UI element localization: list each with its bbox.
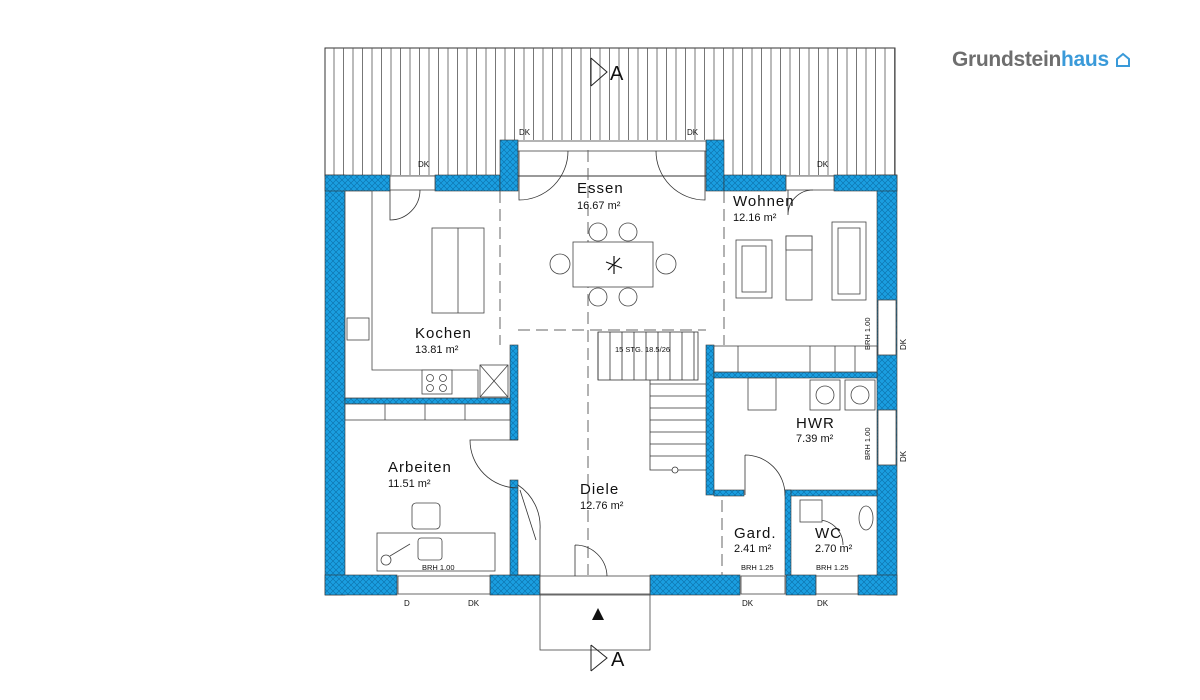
room-name-diele: Diele [580,481,619,498]
window-sill-height: BRH 1.25 [741,563,774,572]
room-area-kochen: 13.81 m² [415,344,459,356]
kitchen-furniture [344,190,511,421]
window-sill-height: BRH 1.25 [816,563,849,572]
room-area-diele: 12.76 m² [580,500,624,512]
section-label-bottom: A [611,649,625,671]
room-area-wohnen: 12.16 m² [733,212,777,224]
window-label-dk: DK [899,450,908,462]
zone-lines [499,150,725,575]
house-icon [1115,52,1130,67]
window-label-dk: DK [418,160,430,169]
dining-table [549,222,677,307]
window-label-d: D [404,599,410,608]
windows [389,140,897,595]
section-marker-bottom: A [590,644,625,672]
walls [324,139,898,596]
doors [389,150,844,577]
window-label-dk: DK [817,599,829,608]
brand-name-part1: Grundstein [952,48,1062,71]
room-name-kochen: Kochen [415,325,472,342]
room-name-gard: Gard. [734,525,777,542]
stairs-label: 15 STG. 18.5/26 [615,345,670,354]
brand-name-part2: haus [1061,48,1109,71]
section-label-top: A [610,63,624,85]
window-sill-height: BRH 1.00 [422,563,455,572]
window-sill-height: BRH 1.00 [863,317,872,350]
office-furniture [376,502,496,572]
stairs [517,331,706,576]
room-name-hwr: HWR [796,415,835,432]
hwr-furniture [713,345,878,411]
window-label-dk: DK [468,599,480,608]
room-area-gard: 2.41 m² [734,543,772,555]
room-name-arbeiten: Arbeiten [388,459,452,476]
brand-logo: Grundsteinhaus [952,48,1131,72]
room-area-hwr: 7.39 m² [796,433,834,445]
living-furniture [735,221,867,301]
room-name-essen: Essen [577,180,624,197]
window-label-dk: DK [687,128,699,137]
window-label-dk: DK [899,338,908,350]
room-area-wc: 2.70 m² [815,543,853,555]
window-sill-height: BRH 1.00 [863,427,872,460]
room-name-wohnen: Wohnen [733,193,795,210]
entrance-arrow-icon [592,608,604,620]
room-area-arbeiten: 11.51 m² [388,478,431,490]
terrace-roof [324,47,896,177]
window-label-dk: DK [742,599,754,608]
section-marker-top: A [590,57,624,87]
wc-furniture [799,499,874,531]
window-label-dk: DK [519,128,531,137]
window-label-dk: DK [817,160,829,169]
entrance-canopy [539,594,651,651]
room-area-essen: 16.67 m² [577,200,621,212]
room-name-wc: WC [815,525,842,542]
